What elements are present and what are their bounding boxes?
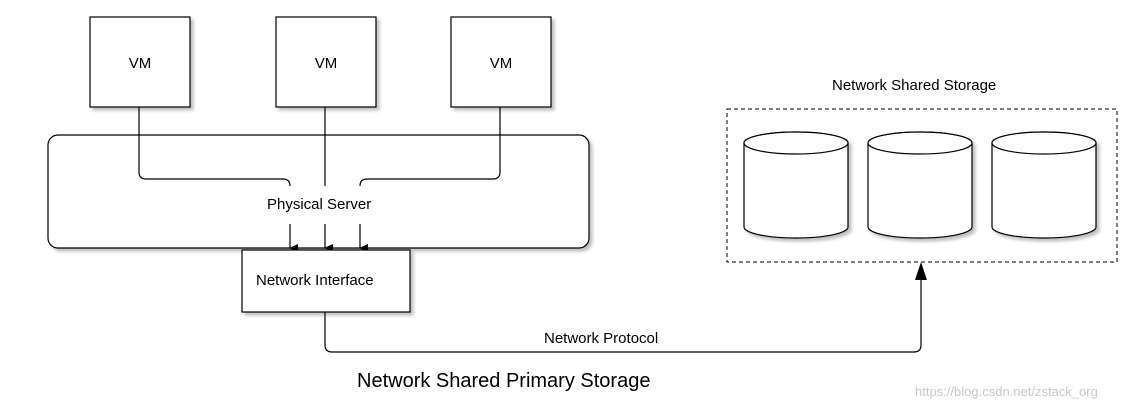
physical-server-label: Physical Server bbox=[267, 196, 372, 213]
vm-label-2: VM bbox=[314, 55, 338, 72]
vm-3-connector bbox=[359, 107, 501, 187]
vm-box-3 bbox=[450, 16, 552, 108]
network-interface-label: Network Interface bbox=[256, 272, 374, 289]
watermark: https://blog.csdn.net/zstack_org bbox=[915, 384, 1098, 399]
physical-server-box bbox=[47, 134, 590, 249]
vm-box-1 bbox=[89, 16, 191, 108]
disk-cylinder-3 bbox=[991, 131, 1097, 239]
storage-container bbox=[726, 108, 1118, 263]
diagram-caption: Network Shared Primary Storage bbox=[357, 370, 651, 392]
vm-box-2 bbox=[275, 16, 377, 108]
disk-cylinder-1 bbox=[743, 131, 849, 239]
storage-disks bbox=[743, 131, 1097, 239]
storage-title: Network Shared Storage bbox=[832, 77, 997, 94]
disk-cylinder-2 bbox=[867, 131, 973, 239]
vm-label-3: VM bbox=[489, 55, 513, 72]
network-interface-box bbox=[241, 249, 411, 313]
arrow-up-icon bbox=[915, 262, 927, 280]
network-protocol-label: Network Protocol bbox=[544, 330, 659, 347]
network-protocol-connector bbox=[324, 266, 922, 353]
vm-label-1: VM bbox=[128, 55, 152, 72]
vm-1-connector bbox=[138, 107, 291, 187]
